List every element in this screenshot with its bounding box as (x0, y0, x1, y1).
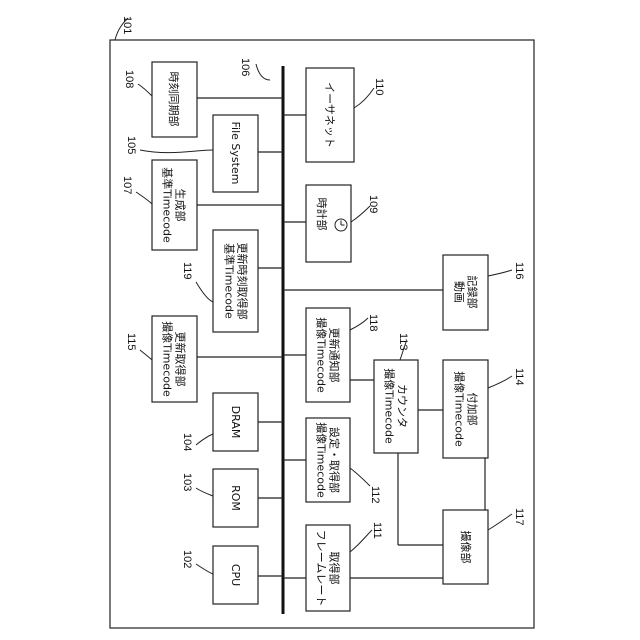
block-label-cap-set: 撮像Timecode設定・取得部 (315, 422, 342, 498)
ref-label-119: 119 (181, 262, 193, 280)
block-label-dram: DRAM (229, 406, 242, 439)
block-label-ref-update: 基準Timecode更新時刻取得部 (223, 243, 250, 320)
ref-label-117: 117 (513, 508, 525, 526)
leader-line-116 (488, 270, 512, 276)
block-label-sync: 時刻同期部 (167, 72, 181, 127)
ref-label-102: 102 (181, 550, 193, 568)
leader-line-114 (488, 376, 512, 388)
ref-label-105: 105 (125, 136, 137, 154)
ref-label-114: 114 (513, 368, 525, 386)
block-label-ethernet: イーサネット (323, 82, 336, 148)
ref-label-112: 112 (369, 486, 381, 504)
leader-line-119 (196, 282, 213, 302)
ref-label-110: 110 (373, 78, 385, 96)
ref-label-107: 107 (121, 176, 133, 194)
leader-line-111 (350, 530, 372, 552)
leader-line-103 (196, 488, 213, 496)
block-label-cap-acquire: 撮像Timecode更新取得部 (161, 321, 188, 397)
block-label-filesystem: File System (229, 122, 242, 185)
leader-line-104 (196, 434, 213, 445)
ref-label-116: 116 (513, 262, 525, 280)
block-label-clock: 時計部 (315, 198, 329, 231)
ref-label-109: 109 (367, 195, 379, 213)
leader-line-108 (138, 84, 152, 96)
ref-label-103: 103 (181, 473, 193, 491)
ref-label-115: 115 (125, 333, 137, 351)
ref-label-101: 101 (121, 16, 133, 34)
leader-line-117 (488, 514, 512, 530)
leader-line-107 (136, 192, 152, 204)
block-label-rom: ROM (229, 485, 242, 511)
block-label-cap-notify: 撮像Timecode更新通知部 (315, 317, 342, 393)
clock-icon (335, 219, 347, 231)
leader-line-110 (354, 88, 374, 108)
ref-label-108: 108 (123, 70, 135, 88)
leader-line-105 (140, 150, 213, 153)
ref-label-104: 104 (181, 433, 193, 451)
leader-line-112 (350, 468, 370, 486)
ref-label-111: 111 (371, 522, 383, 539)
leader-line-102 (196, 564, 213, 574)
leader-line-115 (140, 350, 152, 360)
block-label-imaging: 撮像部 (459, 531, 473, 564)
ref-label-113: 113 (397, 333, 409, 351)
leader-line-118 (350, 318, 368, 330)
ref-label-118: 118 (367, 314, 379, 332)
block-label-cpu: CPU (229, 564, 242, 586)
ref-label-106: 106 (239, 58, 251, 76)
